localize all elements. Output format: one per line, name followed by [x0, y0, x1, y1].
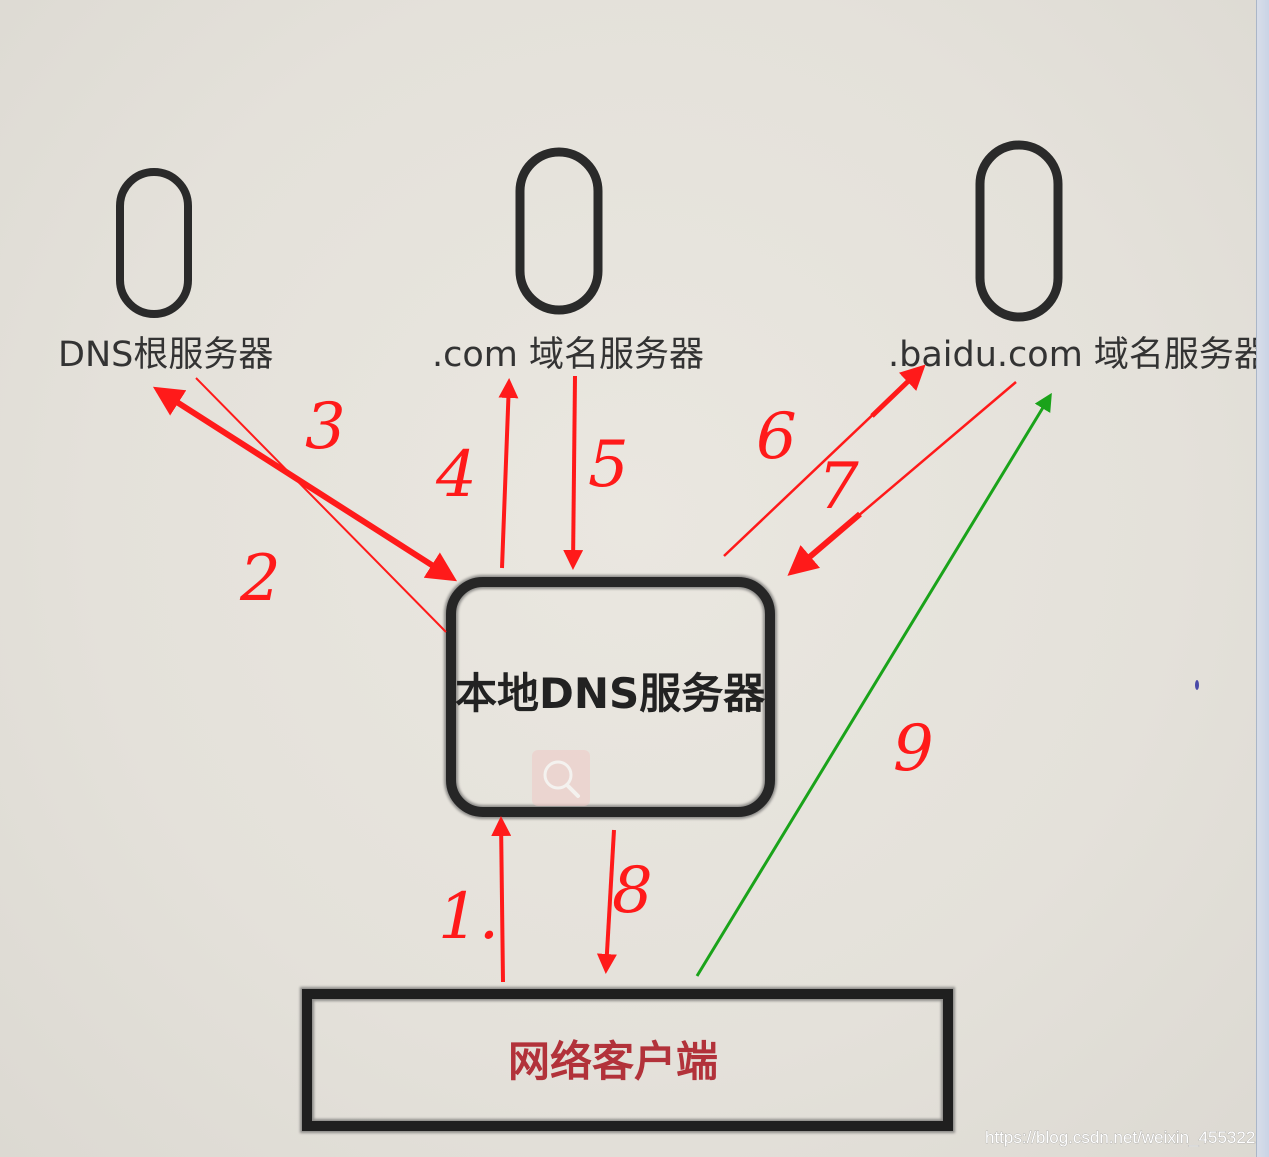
step-label-6: 6	[756, 400, 797, 474]
arrow-step-3	[195, 377, 447, 633]
local-dns-server-box	[444, 575, 777, 819]
step-label-2: 2	[239, 542, 281, 616]
server-label-baidu: .baidu.com 域名服务器	[888, 335, 1269, 375]
arrow-step-5	[563, 375, 584, 570]
arrow-step-1	[491, 816, 512, 983]
watermark: https://blog.csdn.net/weixin_45532227	[985, 1128, 1269, 1147]
server-icon-baidu	[975, 140, 1063, 322]
client-label: 网络客户端	[508, 1037, 718, 1086]
server-label-com: .com 域名服务器	[432, 335, 704, 375]
step-label-8: 8	[612, 854, 653, 928]
server-icon-com	[515, 147, 603, 315]
window-edge	[1256, 0, 1269, 1157]
arrow-step-9	[695, 392, 1052, 977]
search-icon	[532, 750, 590, 806]
arrow-step-2	[152, 386, 458, 582]
arrow-step-8	[596, 829, 617, 974]
step-label-5: 5	[588, 428, 629, 502]
local-dns-server-label: 本地DNS服务器	[455, 669, 766, 718]
arrow-step-7-head	[787, 511, 862, 576]
client-box	[300, 987, 955, 1133]
step-label-7: 7	[818, 450, 859, 524]
server-icon-root	[116, 168, 192, 318]
stray-mark	[1195, 680, 1199, 690]
arrow-step-4	[498, 378, 519, 569]
step-label-3: 3	[305, 390, 346, 464]
step-label-9: 9	[893, 712, 934, 786]
step-label-4: 4	[435, 438, 477, 512]
arrow-step-6-head	[870, 364, 926, 418]
server-label-root: DNS根服务器	[58, 335, 273, 375]
step-label-1: 1.	[438, 880, 499, 954]
